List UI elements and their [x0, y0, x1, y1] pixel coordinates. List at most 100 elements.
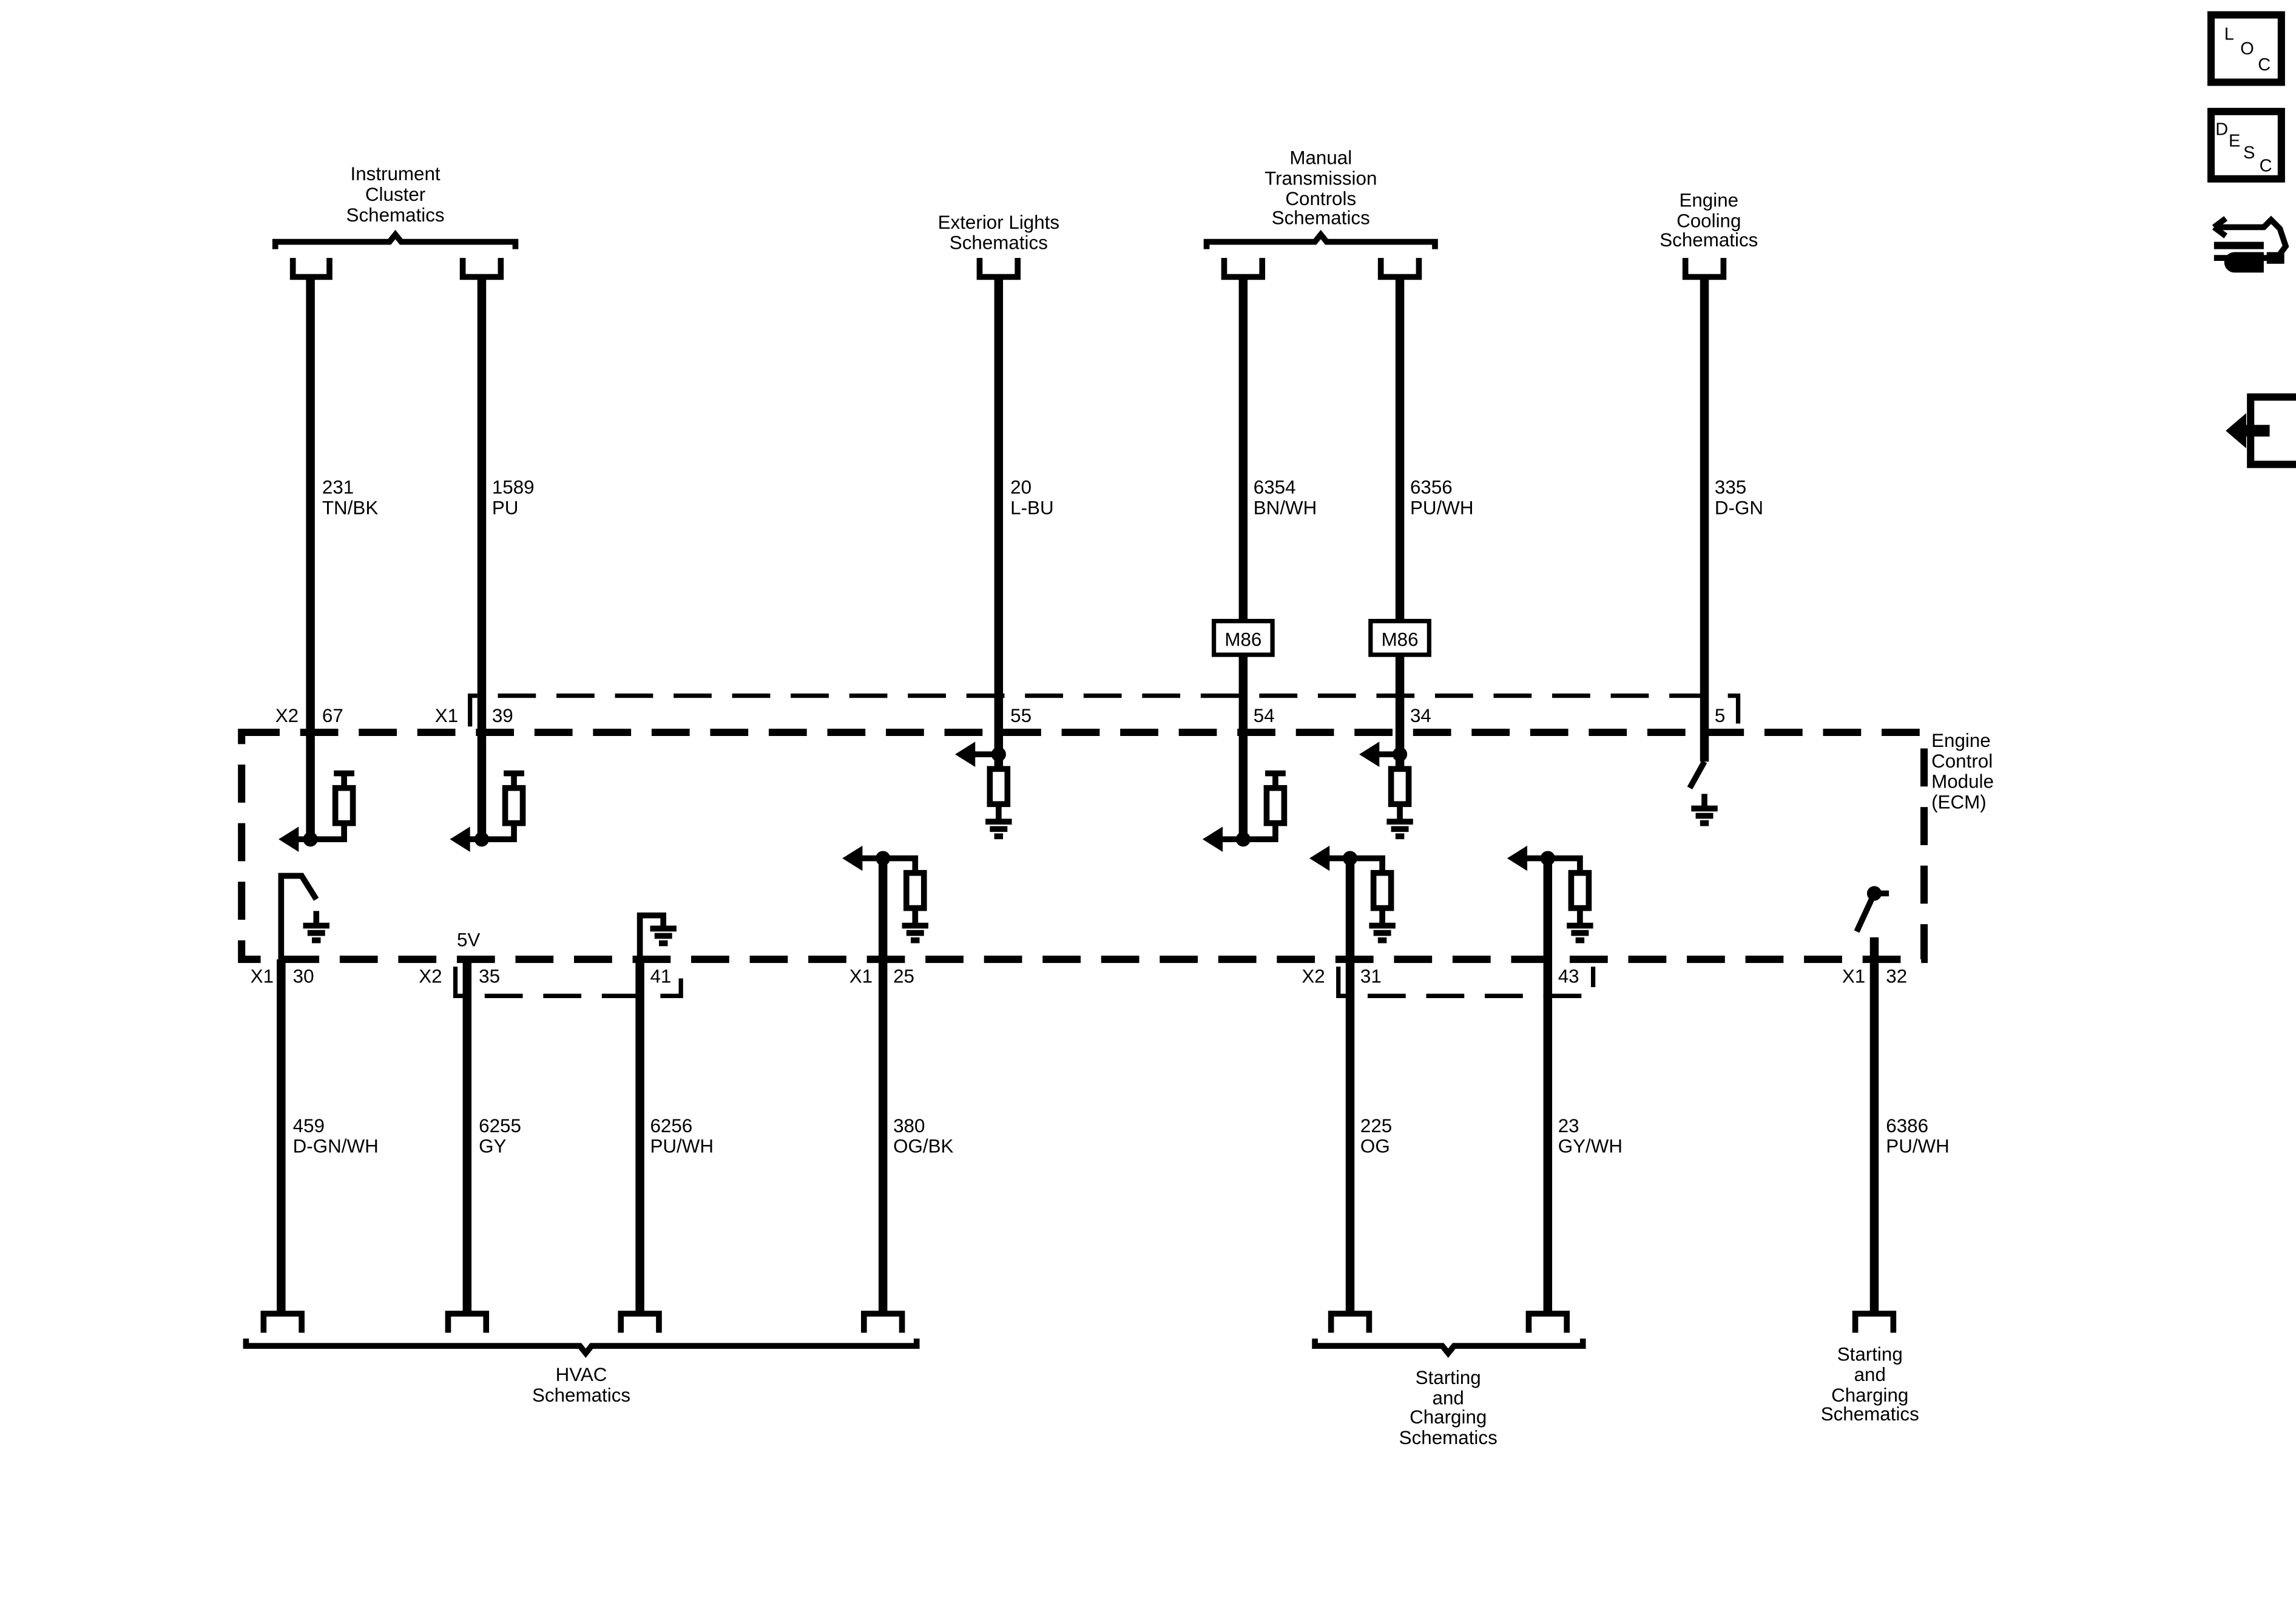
- svg-text:X2: X2: [275, 705, 299, 726]
- svg-text:Cooling: Cooling: [1676, 210, 1741, 231]
- svg-text:Control: Control: [1931, 751, 1993, 772]
- svg-text:25: 25: [893, 966, 914, 987]
- svg-text:O: O: [2240, 39, 2254, 59]
- starting-charging-label-2: Starting and Charging Schematics: [1821, 1343, 1919, 1425]
- svg-text:30: 30: [293, 966, 314, 987]
- x1-connector-upper-outline: [468, 694, 1741, 727]
- engine-cooling-label: Engine Cooling Schematics: [1660, 190, 1758, 251]
- wire-20: 20 L-BU: [1010, 477, 1053, 519]
- svg-text:6386: 6386: [1886, 1115, 1928, 1136]
- wire-23: 23 GY/WH: [1558, 1115, 1622, 1157]
- svg-text:Schematics: Schematics: [1660, 229, 1758, 251]
- svg-text:Controls: Controls: [1285, 188, 1356, 209]
- wire-380: 380 OG/BK: [893, 1115, 953, 1157]
- svg-text:(ECM): (ECM): [1931, 792, 1987, 813]
- wire-6354: 6354 BN/WH: [1254, 477, 1317, 519]
- manual-transmission-brace: [1203, 229, 1438, 249]
- svg-text:GY: GY: [479, 1136, 506, 1157]
- svg-text:C: C: [2260, 157, 2272, 176]
- svg-text:39: 39: [492, 705, 513, 726]
- svg-text:S: S: [2243, 143, 2255, 163]
- wire-6356: 6356 PU/WH: [1410, 477, 1474, 519]
- svg-text:Schematics: Schematics: [1399, 1427, 1497, 1448]
- svg-text:Cluster: Cluster: [365, 184, 425, 205]
- svg-text:225: 225: [1360, 1115, 1392, 1136]
- svg-text:Schematics: Schematics: [1821, 1403, 1919, 1425]
- svg-text:5V: 5V: [457, 929, 480, 950]
- wire-6256: 6256 PU/WH: [650, 1115, 714, 1157]
- back-arrow-icon[interactable]: [2226, 393, 2296, 468]
- svg-text:23: 23: [1558, 1115, 1579, 1136]
- svg-text:PU/WH: PU/WH: [1410, 497, 1474, 518]
- svg-text:6256: 6256: [650, 1115, 692, 1136]
- starting-charging-brace: [1312, 1338, 1586, 1358]
- svg-text:TN/BK: TN/BK: [322, 497, 378, 518]
- svg-text:Exterior Lights: Exterior Lights: [938, 212, 1059, 233]
- hvac-brace: [243, 1338, 920, 1358]
- svg-text:X2: X2: [1302, 966, 1325, 987]
- svg-text:and: and: [1854, 1364, 1886, 1385]
- inline-component-m86-right: M86: [1368, 618, 1431, 657]
- svg-text:20: 20: [1010, 477, 1032, 498]
- ecm-label: Engine Control Module (ECM): [1931, 730, 1994, 812]
- svg-text:GY/WH: GY/WH: [1558, 1136, 1622, 1157]
- svg-text:Module: Module: [1931, 771, 1994, 792]
- svg-text:Manual: Manual: [1289, 147, 1352, 169]
- diagnostic-connector-icon[interactable]: [2212, 215, 2289, 273]
- svg-text:Instrument: Instrument: [351, 163, 441, 184]
- top-connectors: [289, 258, 1727, 280]
- svg-text:34: 34: [1410, 705, 1431, 726]
- wire-225: 225 OG: [1360, 1115, 1392, 1157]
- desc-icon[interactable]: D E S C: [2207, 107, 2285, 183]
- svg-text:6356: 6356: [1410, 477, 1453, 498]
- svg-text:M86: M86: [1224, 629, 1261, 650]
- lower-wires: [277, 858, 1879, 1314]
- instrument-cluster-brace: [272, 229, 519, 249]
- svg-text:Starting: Starting: [1837, 1343, 1903, 1365]
- svg-text:Engine: Engine: [1931, 730, 1991, 751]
- svg-text:380: 380: [893, 1115, 925, 1136]
- wire-459: 459 D-GN/WH: [293, 1115, 379, 1157]
- svg-text:67: 67: [322, 705, 343, 726]
- wire-231: 231 TN/BK: [322, 477, 378, 519]
- svg-text:Charging: Charging: [1831, 1385, 1908, 1406]
- ecm-internal-circuits-lower: [278, 845, 1889, 960]
- svg-text:35: 35: [479, 966, 500, 987]
- wire-6386: 6386 PU/WH: [1886, 1115, 1950, 1157]
- svg-text:43: 43: [1558, 966, 1579, 987]
- svg-text:D-GN/WH: D-GN/WH: [293, 1136, 379, 1157]
- svg-text:6354: 6354: [1254, 477, 1296, 498]
- upper-wires: [306, 277, 1709, 840]
- svg-text:E: E: [2229, 132, 2240, 151]
- svg-text:and: and: [1433, 1388, 1464, 1409]
- svg-text:PU/WH: PU/WH: [1886, 1136, 1950, 1157]
- svg-text:X1: X1: [251, 966, 274, 987]
- svg-text:231: 231: [322, 477, 354, 498]
- exterior-lights-label: Exterior Lights Schematics: [938, 212, 1059, 254]
- svg-text:335: 335: [1715, 477, 1746, 498]
- x2-connector-lower-outline-right: [1336, 967, 1596, 999]
- inline-component-m86-left: M86: [1211, 618, 1275, 657]
- starting-charging-label-1: Starting and Charging Schematics: [1399, 1367, 1497, 1448]
- svg-text:D-GN: D-GN: [1715, 497, 1763, 518]
- svg-text:32: 32: [1886, 966, 1907, 987]
- svg-text:Charging: Charging: [1410, 1406, 1487, 1428]
- manual-transmission-label: Manual Transmission Controls Schematics: [1264, 147, 1377, 229]
- svg-text:X1: X1: [435, 705, 458, 726]
- svg-text:Schematics: Schematics: [950, 232, 1048, 254]
- svg-text:Engine: Engine: [1679, 190, 1738, 211]
- svg-text:41: 41: [650, 966, 671, 987]
- svg-text:55: 55: [1010, 705, 1032, 726]
- loc-icon[interactable]: L O C: [2207, 11, 2285, 86]
- ecm-boundary: [238, 728, 1928, 964]
- svg-text:OG/BK: OG/BK: [893, 1136, 953, 1157]
- svg-text:BN/WH: BN/WH: [1254, 497, 1317, 518]
- instrument-cluster-label: Instrument Cluster Schematics: [346, 163, 445, 226]
- svg-text:PU: PU: [492, 497, 519, 518]
- svg-text:1589: 1589: [492, 477, 535, 498]
- svg-text:Schematics: Schematics: [346, 204, 445, 226]
- svg-text:OG: OG: [1360, 1136, 1390, 1157]
- upper-pin-labels: X2 67 X1 39 55 54 34 5: [275, 705, 1726, 726]
- wire-335: 335 D-GN: [1715, 477, 1763, 519]
